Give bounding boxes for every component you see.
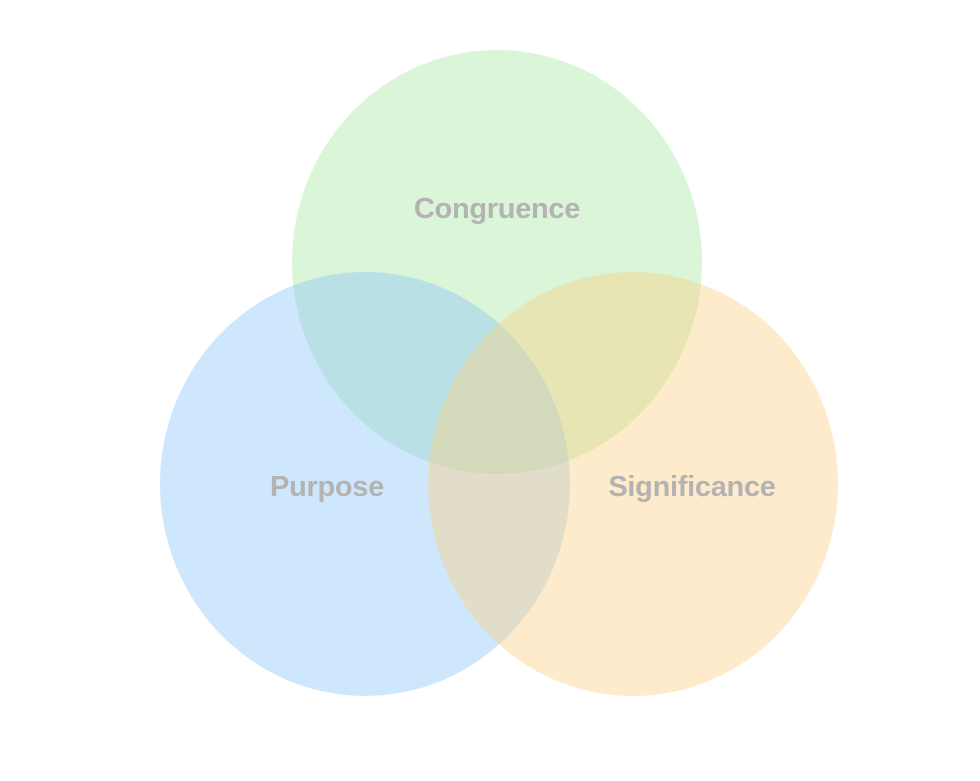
significance-label: Significance xyxy=(608,471,775,503)
congruence-label: Congruence xyxy=(414,193,580,225)
congruence-circle xyxy=(292,50,702,474)
significance-circle xyxy=(428,272,838,696)
purpose-label: Purpose xyxy=(270,471,384,503)
purpose-circle xyxy=(160,272,570,696)
